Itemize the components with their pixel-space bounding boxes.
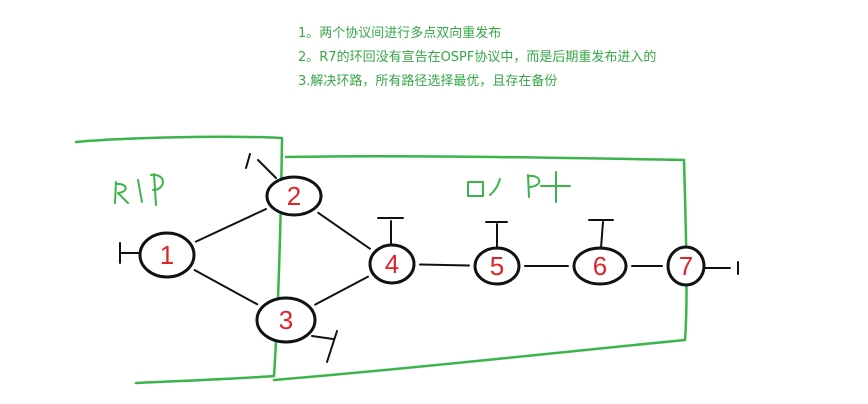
router-r3: 3: [255, 296, 317, 344]
router-r2: 2: [265, 175, 323, 217]
note-line-1: 1。两个协议间进行多点双向重发布: [298, 26, 502, 41]
loopback-stubs-layer: [119, 153, 739, 363]
routers-layer: 1 2 3 4 5 6 7: [138, 175, 706, 344]
link-r3-r4: [314, 275, 369, 306]
links-layer: [193, 208, 663, 306]
router-label-r4: 4: [385, 249, 399, 279]
ospf-region-label: [467, 171, 571, 203]
link-r1-r2: [194, 208, 267, 243]
loopback-stub-r6: [588, 219, 614, 249]
router-outline-r4: [368, 243, 416, 285]
router-label-r7: 7: [679, 251, 693, 281]
router-outline-r6: [572, 246, 628, 286]
loopback-stub-r4: [377, 217, 404, 246]
router-label-r6: 6: [593, 251, 607, 281]
router-outline-r1: [138, 231, 196, 279]
router-r7: 7: [666, 245, 706, 287]
note-line-3: 3.解决环路，所有路径选择最优，且存在备份: [298, 74, 558, 89]
link-r2-r4: [317, 211, 371, 250]
loopback-stub-r3: [311, 330, 338, 363]
requirements-notes: 1。两个协议间进行多点双向重发布 2。R7的环回没有宣告在OSPF协议中，而是后…: [298, 22, 838, 94]
loopback-stub-r5: [485, 221, 508, 249]
router-label-r5: 5: [490, 251, 504, 281]
loopback-stub-r2: [245, 153, 277, 179]
router-outline-r2: [265, 175, 323, 217]
rip-region-label: [114, 173, 164, 206]
router-label-r2: 2: [287, 181, 301, 211]
router-r4: 4: [368, 243, 416, 285]
router-label-r3: 3: [279, 305, 293, 335]
router-outline-r7: [666, 245, 706, 287]
router-outline-r5: [473, 246, 521, 286]
loopback-stub-r1: [119, 242, 141, 264]
link-r4-r5: [419, 263, 470, 267]
link-r1-r3: [193, 269, 259, 306]
router-r6: 6: [572, 246, 628, 286]
router-r5: 5: [473, 246, 521, 286]
rip-region-outline: [74, 135, 284, 385]
router-r1: 1: [138, 231, 196, 279]
loopback-stub-r7: [703, 261, 739, 275]
router-label-r1: 1: [160, 240, 174, 270]
router-outline-r3: [255, 296, 317, 344]
note-line-2: 2。R7的环回没有宣告在OSPF协议中，而是后期重发布进入的: [298, 50, 657, 65]
